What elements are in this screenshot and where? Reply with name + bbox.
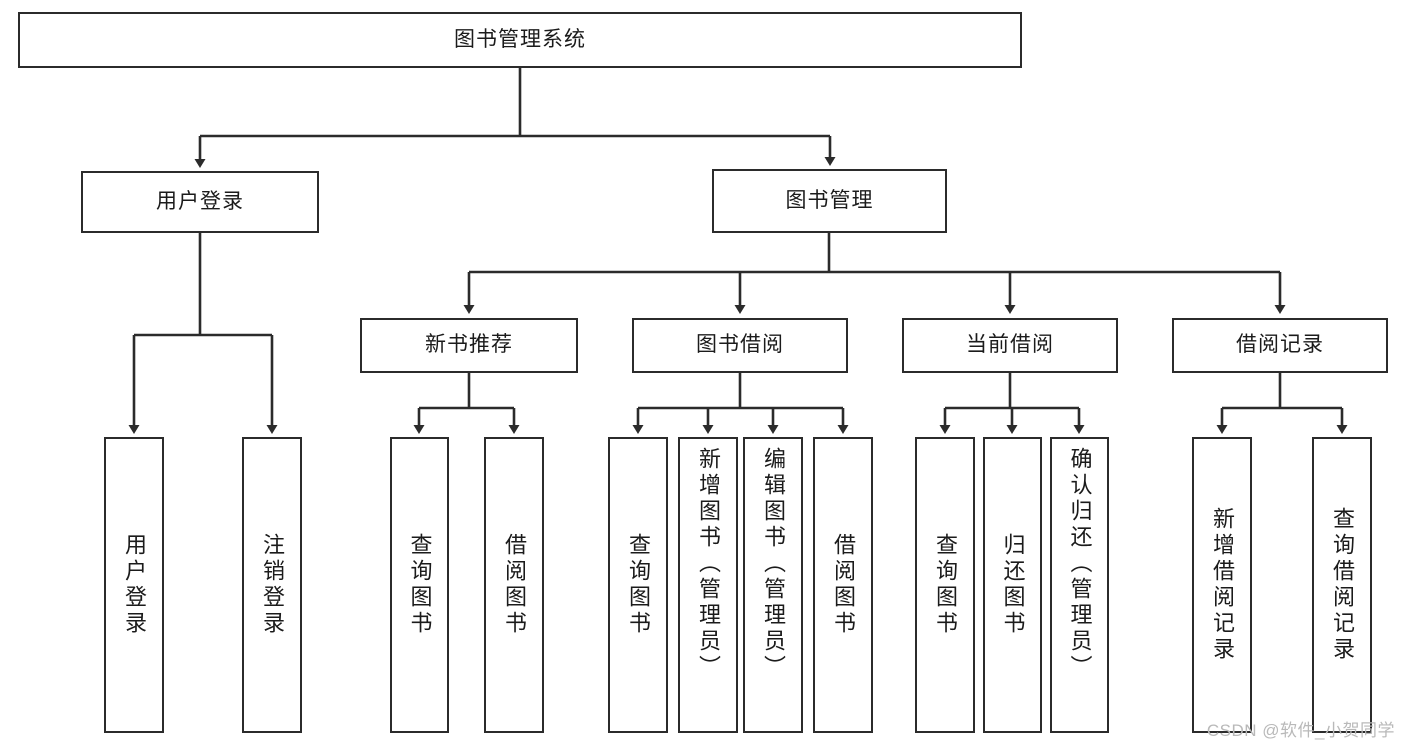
node-leaf-borrow-book-2-label: 借阅图书	[831, 533, 856, 637]
node-leaf-borrow-book-2[interactable]: 借阅图书	[813, 437, 873, 733]
node-leaf-confirm-return-admin-label: 确认归还（管理员）	[1067, 447, 1093, 681]
node-current-borrow-label: 当前借阅	[966, 333, 1054, 357]
node-book-borrow[interactable]: 图书借阅	[632, 318, 848, 373]
node-book-manage[interactable]: 图书管理	[712, 169, 947, 233]
node-leaf-add-borrow-record[interactable]: 新增借阅记录	[1192, 437, 1252, 733]
node-leaf-add-book-admin[interactable]: 新增图书（管理员）	[678, 437, 738, 733]
node-leaf-borrow-book-1-label: 借阅图书	[502, 533, 527, 637]
node-leaf-user-login-label: 用户登录	[122, 533, 147, 637]
node-leaf-return-book-label: 归还图书	[1000, 533, 1026, 637]
node-leaf-query-book-1[interactable]: 查询图书	[390, 437, 449, 733]
node-leaf-edit-book-admin[interactable]: 编辑图书（管理员）	[743, 437, 803, 733]
node-root-system[interactable]: 图书管理系统	[18, 12, 1022, 68]
node-leaf-borrow-book-1[interactable]: 借阅图书	[484, 437, 544, 733]
node-leaf-return-book[interactable]: 归还图书	[983, 437, 1042, 733]
node-leaf-user-login[interactable]: 用户登录	[104, 437, 164, 733]
node-user-login[interactable]: 用户登录	[81, 171, 319, 233]
node-user-login-label: 用户登录	[156, 189, 244, 213]
node-new-book-recommend[interactable]: 新书推荐	[360, 318, 578, 373]
node-leaf-query-borrow-record[interactable]: 查询借阅记录	[1312, 437, 1372, 733]
node-leaf-query-book-2[interactable]: 查询图书	[608, 437, 668, 733]
node-leaf-add-book-admin-label: 新增图书（管理员）	[696, 447, 721, 681]
node-new-book-recommend-label: 新书推荐	[425, 333, 513, 357]
node-leaf-add-borrow-record-label: 新增借阅记录	[1210, 507, 1235, 663]
node-leaf-confirm-return-admin[interactable]: 确认归还（管理员）	[1050, 437, 1109, 733]
node-leaf-query-book-3[interactable]: 查询图书	[915, 437, 975, 733]
node-leaf-user-logout[interactable]: 注销登录	[242, 437, 302, 733]
node-leaf-user-logout-label: 注销登录	[260, 533, 285, 637]
node-leaf-query-book-2-label: 查询图书	[626, 533, 651, 637]
node-root-system-label: 图书管理系统	[454, 27, 586, 51]
node-borrow-record-label: 借阅记录	[1236, 333, 1324, 357]
node-leaf-query-borrow-record-label: 查询借阅记录	[1330, 507, 1355, 663]
node-book-manage-label: 图书管理	[785, 188, 874, 212]
node-borrow-record[interactable]: 借阅记录	[1172, 318, 1388, 373]
node-current-borrow[interactable]: 当前借阅	[902, 318, 1118, 373]
node-book-borrow-label: 图书借阅	[696, 333, 784, 357]
node-leaf-edit-book-admin-label: 编辑图书（管理员）	[761, 447, 786, 681]
watermark-credit: CSDN @软件_小贺同学	[1206, 721, 1395, 740]
node-leaf-query-book-3-label: 查询图书	[933, 533, 958, 637]
node-leaf-query-book-1-label: 查询图书	[407, 533, 433, 637]
